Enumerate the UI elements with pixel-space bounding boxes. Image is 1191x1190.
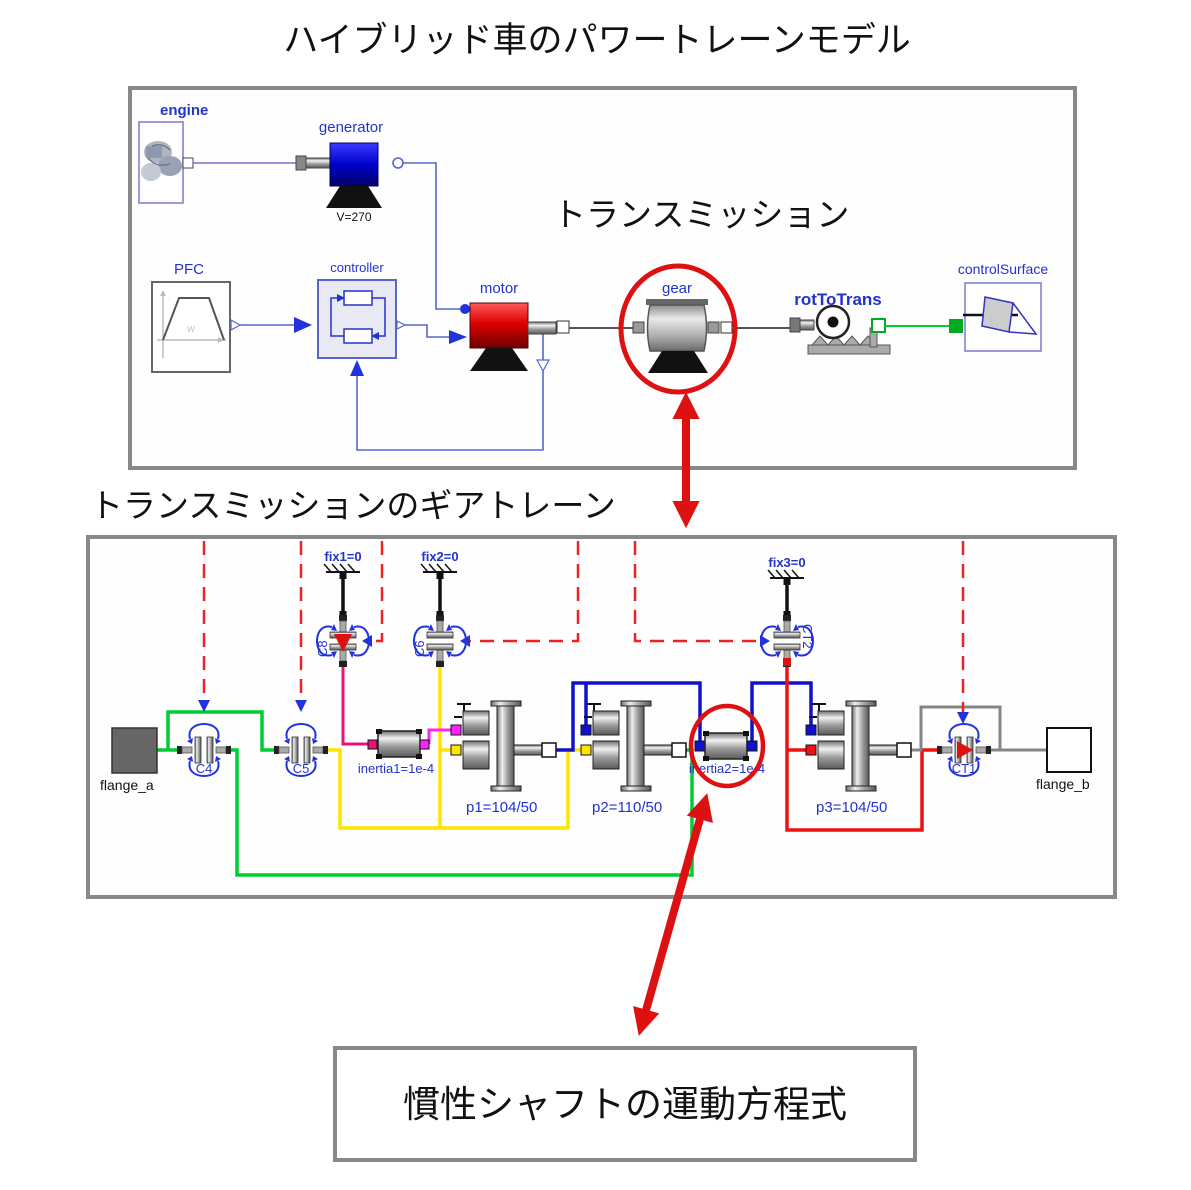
pfc-output-port (230, 318, 242, 332)
controlsurface-label: controlSurface (958, 261, 1048, 277)
rack-base (807, 344, 891, 355)
fix1-component: fix1=0 (323, 549, 362, 618)
engine-label: engine (160, 102, 208, 119)
gear-body (646, 304, 708, 352)
controller-input-arrow-icon (294, 317, 312, 333)
ct2-label: CT2 (800, 624, 815, 649)
rottotrans-label: rotToTrans (794, 290, 882, 309)
engine-flange-port (182, 157, 194, 169)
motor-signal-port (460, 304, 470, 314)
c8-label: C8 (315, 640, 330, 657)
motor-input-arrow-icon (449, 330, 467, 344)
planetary-p3: p3=104/50 (805, 700, 912, 816)
inertia2-component: inertia2=1e-4 (689, 730, 765, 776)
flange-a-body (111, 727, 158, 774)
inertia1-component: inertia1=1e-4 (358, 728, 434, 776)
controller-feedback-arrow-icon (350, 360, 364, 376)
wing-icon (981, 296, 1014, 333)
signal-tap-icon (535, 359, 551, 373)
c6-label: C6 (412, 640, 427, 657)
rottotrans-output-port (871, 318, 886, 333)
blue-bus-1 (556, 681, 702, 752)
fix3-label: fix3=0 (768, 555, 805, 570)
red-bus (785, 663, 937, 832)
rottotrans-component: rotToTrans (789, 290, 891, 355)
gear-flange-port (720, 321, 733, 334)
ct1-label: CT1 (952, 761, 977, 776)
fix1-label: fix1=0 (324, 549, 361, 564)
generator-signal-port (392, 157, 404, 169)
c4-label: C4 (196, 761, 213, 776)
gear-component: gear (632, 280, 733, 373)
controller-motor-signal (405, 324, 449, 338)
inertia2-to-equation-arrow (633, 793, 713, 1036)
engine-component: engine (138, 102, 208, 204)
motor-body (469, 302, 529, 349)
c8-engaged-icon (334, 634, 352, 652)
flange-a-label: flange_a (100, 777, 154, 793)
motor-component: motor (469, 280, 570, 371)
page-title: ハイブリッド車のパワートレーンモデル (283, 21, 911, 60)
flange-b-body (1046, 727, 1092, 773)
green-bypass-wire (166, 710, 281, 752)
generator-body (329, 142, 379, 187)
clutch-c4: C4 (176, 723, 232, 777)
gear-label: gear (662, 280, 692, 297)
controller-label: controller (330, 260, 384, 275)
flange-b-component: flange_b (1036, 727, 1092, 792)
motor-flange-port (556, 320, 570, 334)
controlsurface-component: controlSurface (958, 261, 1048, 352)
generator-stand (326, 186, 382, 208)
speed-feedback-signal (350, 334, 551, 451)
pfc-component: PFC w (151, 261, 242, 373)
geartrain-heading: トランスミッションのギアトレーン (90, 487, 616, 524)
p2-label: p2=110/50 (592, 799, 662, 816)
geartrain-box: fix1=0 fix2=0 fix3=0 C8 C6 (86, 535, 1117, 899)
inertia2-label: inertia2=1e-4 (689, 761, 765, 776)
transmission-callout: トランスミッション (553, 196, 849, 233)
pfc-trapezoid-signal (162, 297, 225, 341)
pfc-label: PFC (174, 261, 204, 278)
p3-label: p3=104/50 (816, 799, 887, 816)
equation-border (333, 1046, 917, 1162)
p1-label: p1=104/50 (466, 799, 537, 816)
generator-component: generator V=270 (295, 119, 404, 224)
generator-label: generator (319, 119, 383, 136)
equation-box: 慣性シャフトの運動方程式 (333, 1046, 917, 1162)
blue-bus-2 (750, 681, 813, 741)
motor-label: motor (480, 280, 518, 297)
clutch-ct2: CT2 (760, 614, 815, 668)
clutch-c8: C8 (315, 614, 370, 668)
engine-photo-icon (141, 141, 182, 181)
controlsurface-input-port (949, 319, 963, 333)
clutch-c5: C5 (273, 723, 329, 777)
pfc-signal-letter: w (186, 323, 195, 335)
gray-bypass-wire (911, 705, 1002, 752)
controller-component: controller (317, 260, 407, 359)
planetary-p1: p1=104/50 (450, 700, 557, 816)
fix2-component: fix2=0 (420, 549, 459, 618)
ct1-engaged-icon (957, 741, 973, 759)
c5-label: C5 (293, 761, 310, 776)
controller-output-port (396, 320, 407, 330)
clutch-ct1: CT1 (936, 723, 992, 777)
dashed-control-signals (202, 541, 965, 712)
powertrain-box: トランスミッション engine generator V=270 (128, 86, 1077, 470)
generator-voltage: V=270 (336, 210, 371, 224)
fix2-label: fix2=0 (421, 549, 458, 564)
powertrain-border (128, 86, 1077, 470)
flange-b-label: flange_b (1036, 776, 1090, 792)
inertia1-label: inertia1=1e-4 (358, 761, 434, 776)
motor-stand (470, 348, 528, 371)
fix3-component: fix3=0 (767, 555, 806, 618)
equation-caption: 慣性シャフトの運動方程式 (403, 1084, 847, 1125)
clutch-c6: C6 (412, 614, 467, 668)
generator-motor-signal (403, 162, 460, 310)
inertia2-highlight-circle (688, 703, 766, 789)
gear-stand (648, 351, 708, 373)
flange-a-component: flange_a (100, 727, 158, 793)
